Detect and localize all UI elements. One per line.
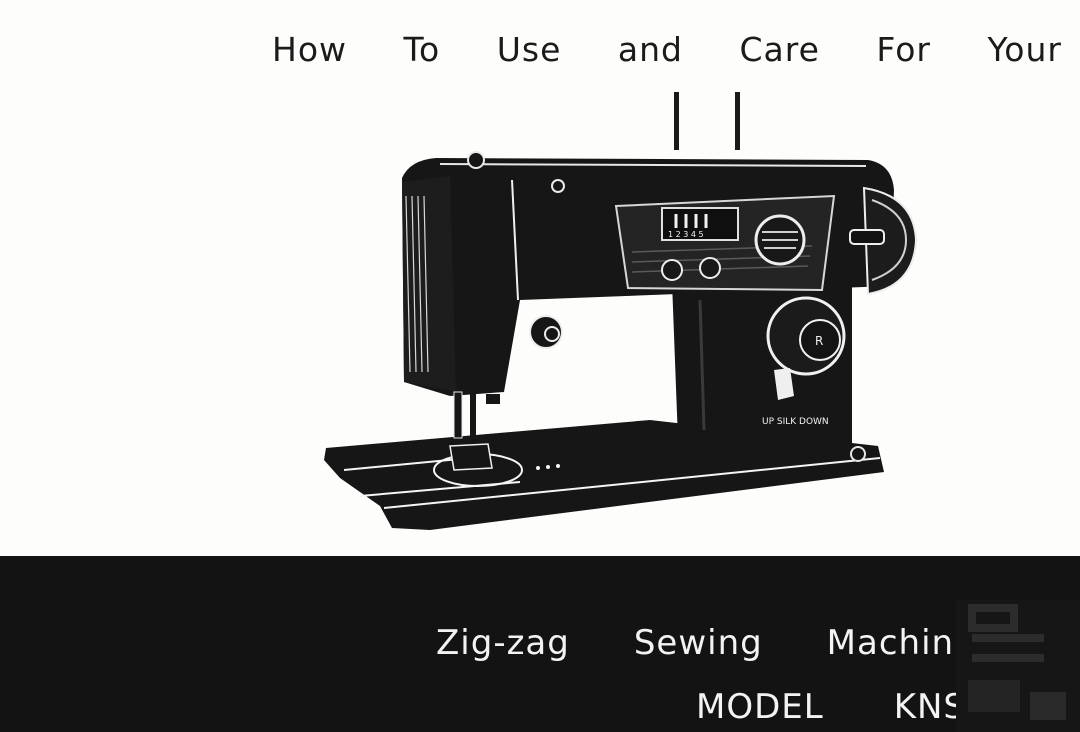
footer-band bbox=[0, 556, 1080, 732]
reverse-lever bbox=[774, 368, 794, 400]
knob-ridges bbox=[762, 231, 798, 249]
spool-pin-right bbox=[735, 92, 740, 150]
spool-pin-left bbox=[674, 92, 679, 150]
thread-guide bbox=[467, 151, 485, 169]
bed-dot bbox=[536, 466, 540, 470]
model-line: MODEL KNS bbox=[696, 684, 966, 730]
title-word: To bbox=[403, 29, 441, 69]
watermark-logo bbox=[956, 600, 1080, 732]
model-word: MODEL bbox=[696, 687, 824, 727]
arm-top-edge bbox=[439, 163, 867, 167]
stitch-scale: 1 2 3 4 5 bbox=[668, 230, 704, 239]
bed-screw bbox=[850, 446, 866, 462]
small-knob bbox=[661, 259, 683, 281]
pillar-highlight bbox=[698, 299, 706, 431]
title-line: How To Use and Care For Your bbox=[272, 24, 1062, 74]
title-word: How bbox=[272, 29, 347, 69]
title-word: and bbox=[617, 29, 683, 69]
lever-label: UP SILK DOWN bbox=[762, 417, 829, 427]
title-word: Your bbox=[987, 29, 1062, 69]
title-word: Use bbox=[496, 29, 562, 69]
title-word: For bbox=[876, 29, 931, 69]
product-word: Sewing bbox=[633, 623, 763, 663]
bed-front-edge bbox=[383, 457, 881, 509]
handwheel-ridges bbox=[871, 199, 907, 281]
face-grille bbox=[405, 195, 429, 373]
product-word: Zig-zag bbox=[436, 623, 570, 663]
dial-letter: R bbox=[815, 334, 823, 348]
thread-guide-small bbox=[551, 179, 565, 193]
needle-bar bbox=[453, 391, 463, 439]
product-line: Zig-zag Sewing Machine bbox=[436, 620, 976, 666]
stitch-indicator bbox=[674, 214, 708, 228]
product-word: Machine bbox=[826, 623, 976, 663]
sewing-machine-illustration: 1 2 3 4 5 R UP SILK DOWN bbox=[324, 92, 918, 530]
presser-foot bbox=[449, 443, 493, 471]
presser-bar bbox=[470, 392, 476, 436]
handwheel bbox=[862, 186, 918, 296]
model-word: KNS bbox=[893, 687, 966, 727]
thread-cutter bbox=[486, 394, 500, 404]
head-seam bbox=[511, 179, 519, 301]
title-word: Care bbox=[739, 29, 820, 69]
tension-knob-center bbox=[544, 326, 560, 342]
bed-dot bbox=[546, 465, 550, 469]
small-knob bbox=[699, 257, 721, 279]
dial-inner bbox=[799, 319, 841, 361]
bed-dot bbox=[556, 464, 560, 468]
clutch-knob bbox=[849, 229, 885, 245]
